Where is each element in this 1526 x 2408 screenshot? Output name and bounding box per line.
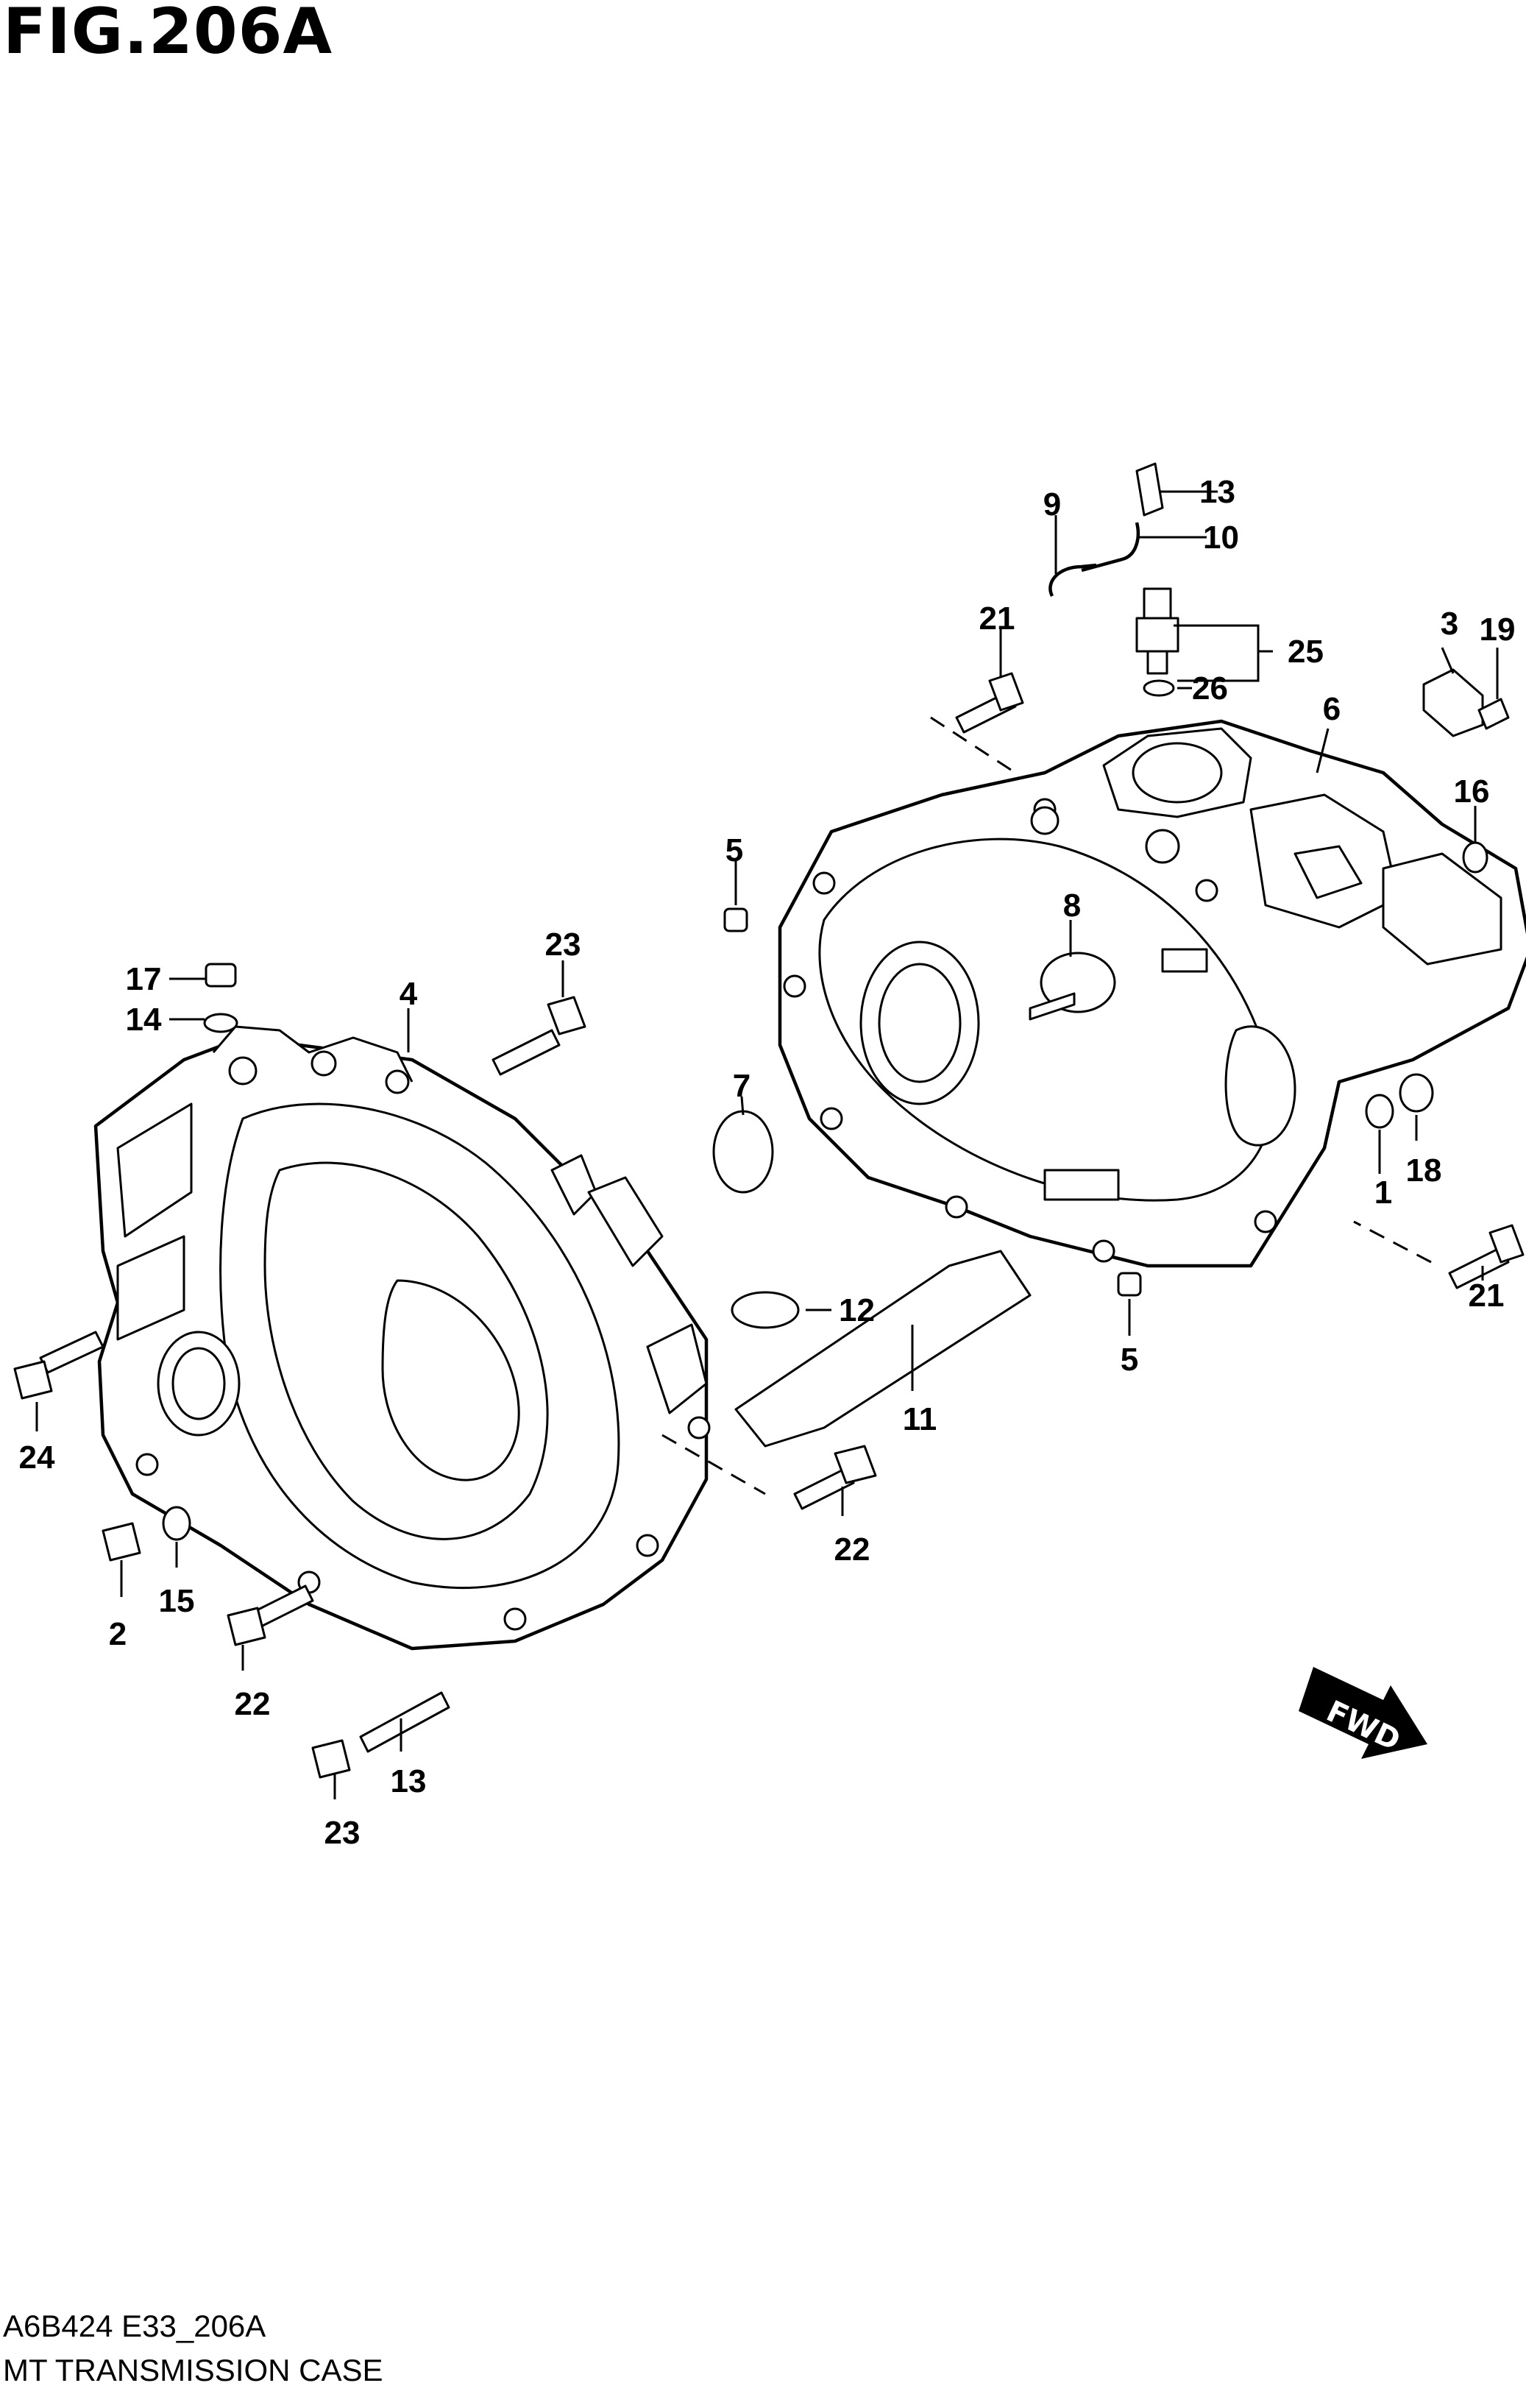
- callout-21-bottom: 21: [1469, 1278, 1505, 1314]
- dowel-pin-part-5-top: [723, 907, 748, 932]
- cover-plate-part-3: [1422, 668, 1484, 737]
- callout-24: 23: [324, 1815, 361, 1851]
- callout-25: 25: [1288, 634, 1324, 670]
- breather-pipe-part-10: [1048, 563, 1097, 598]
- assembly-line-bolt-21-top: [930, 716, 1016, 774]
- bolt-part-21-top: [955, 672, 1024, 734]
- callout-22-right: 22: [834, 1531, 870, 1568]
- callout-labels: 13 9 10 21 3 19 25 26 6 16 5 8 23 17 4 1…: [19, 474, 1516, 1851]
- callout-7: 7: [733, 1068, 750, 1104]
- forward-direction-arrow: FWD: [1299, 1667, 1427, 1759]
- stud-bolt-part-14: [359, 1691, 450, 1753]
- callout-15: 14: [126, 1002, 162, 1038]
- breather-hose-part-11: [1081, 522, 1140, 573]
- callout-14: 13: [391, 1763, 427, 1799]
- figure-title: FIG.206A: [3, 0, 333, 68]
- callout-16: 15: [159, 1583, 195, 1619]
- callout-5-top: 5: [725, 832, 743, 868]
- oil-seal-part-12: [731, 1291, 800, 1329]
- bolt-part-20: [1477, 698, 1510, 730]
- callout-2: 2: [109, 1616, 127, 1652]
- bolt-part-23-left: [13, 1331, 104, 1400]
- callout-21-top: 21: [979, 601, 1015, 637]
- bolt-part-22-right: [793, 1445, 877, 1510]
- gasket-part-15: [203, 1013, 238, 1033]
- leader-lines: [35, 490, 1499, 1799]
- cap-part-13: [1135, 462, 1164, 517]
- callout-11: 10: [1203, 520, 1239, 556]
- bolt-part-22-left: [227, 1584, 314, 1646]
- sensor-part-25: [1135, 587, 1179, 675]
- plug-part-17: [1462, 841, 1488, 874]
- callout-8: 8: [1063, 888, 1081, 924]
- diagram-name: MT TRANSMISSION CASE: [3, 2353, 383, 2387]
- bolt-part-2: [102, 1522, 141, 1562]
- washer-part-16: [162, 1506, 191, 1541]
- callout-13: 13: [1199, 474, 1235, 510]
- assembly-line-bolt-21-bottom: [1353, 1220, 1432, 1264]
- nut-part-24: [311, 1739, 351, 1779]
- bolt-part-21-bottom: [1448, 1224, 1525, 1289]
- dowel-pin-part-5-bottom: [1117, 1272, 1142, 1297]
- callout-1: 1: [1374, 1175, 1392, 1211]
- callout-5-bottom: 5: [1121, 1342, 1138, 1378]
- callout-26: 26: [1192, 670, 1228, 707]
- oil-guide-part-8: [1029, 952, 1116, 1021]
- bolt-part-23-top: [491, 996, 586, 1076]
- diagram-code: A6B424 E33_206A: [3, 2309, 266, 2343]
- o-ring-part-26: [1143, 679, 1175, 697]
- callout-9: 11: [903, 1401, 937, 1437]
- plug-part-19: [1399, 1073, 1434, 1113]
- callout-4: 4: [400, 976, 418, 1012]
- callout-23-left: 24: [19, 1440, 55, 1476]
- callout-18: 17: [126, 961, 162, 997]
- callout-22-left: 22: [235, 1686, 271, 1722]
- callout-23-top: 23: [545, 927, 581, 963]
- callout-10: 9: [1043, 486, 1061, 523]
- transmission-right-case: [778, 719, 1526, 1268]
- callout-17: 16: [1454, 773, 1490, 810]
- plug-part-18: [205, 963, 237, 988]
- baffle-part-7: [712, 1110, 774, 1194]
- callout-19: 18: [1406, 1152, 1442, 1189]
- callout-6: 6: [1323, 691, 1341, 727]
- callout-12: 12: [839, 1292, 875, 1328]
- assembly-line-bracket: [661, 1434, 766, 1495]
- clutch-housing-left-case: [93, 1025, 711, 1651]
- bracket-part-9: [734, 1250, 1032, 1448]
- callout-3: 3: [1441, 606, 1458, 642]
- callout-20: 19: [1480, 612, 1516, 648]
- washer-part-1: [1365, 1094, 1394, 1129]
